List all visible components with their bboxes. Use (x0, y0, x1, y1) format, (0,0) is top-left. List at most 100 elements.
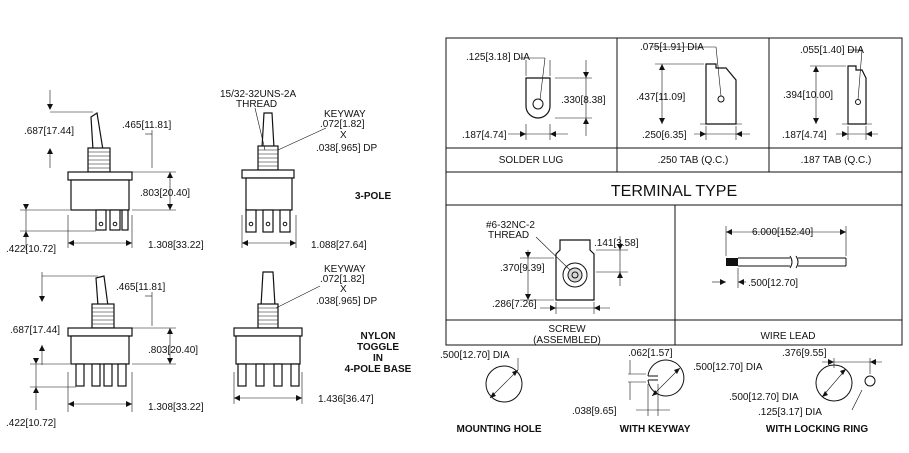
solder-lug-hole: .125[3.18] DIA (466, 52, 530, 63)
mounting-keyway-drawing (628, 359, 685, 416)
tab-250-width: .250[6.35] (642, 130, 687, 141)
dim-depth: 1.436[36.47] (318, 394, 374, 405)
pole-label-3: IN (373, 353, 383, 364)
dim-height: .687[17.44] (24, 126, 74, 137)
dim-width: 1.308[33.22] (148, 240, 204, 251)
mounting-hole-dia: .500[12.70] DIA (440, 350, 510, 361)
screw-drawing (520, 236, 628, 314)
thread-label-1: 15/32-32UNS-2A (220, 89, 296, 100)
screw-height: .370[9.39] (500, 263, 545, 274)
terminal (121, 209, 129, 231)
toggle-lever (261, 112, 275, 149)
terminal (91, 363, 101, 387)
tab-250-height: .437[11.09] (636, 92, 686, 103)
tab-187-hole: .055[1.40] DIA (800, 45, 864, 56)
dim-terminal: .422[10.72] (6, 418, 56, 429)
tab-250-drawing (650, 46, 750, 140)
keyway-label-4: .038[.965] DP (316, 143, 377, 154)
keyway-label-1: KEYWAY (324, 109, 366, 120)
terminal (103, 363, 113, 387)
switch-body (70, 335, 130, 365)
terminal-type-title: TERMINAL TYPE (611, 183, 737, 200)
screw-thread-2: THREAD (488, 230, 529, 241)
wire-lead-caption: WIRE LEAD (760, 331, 815, 342)
pole-label-4: 4-POLE BASE (345, 364, 412, 375)
terminal (262, 209, 274, 233)
dim-bushing: .465[11.81] (122, 120, 172, 131)
wire-length: 6.000[152.40] (752, 227, 813, 238)
pole-label-1: NYLON (361, 331, 396, 342)
keyway-label-3: X (340, 130, 347, 141)
dim-bushing: .465[11.81] (116, 282, 166, 293)
keyway-label-3: X (340, 284, 347, 295)
switch-body (70, 179, 130, 211)
ring-small: .125[3.17] DIA (758, 407, 822, 418)
ring-dia: .500[12.70] DIA (729, 392, 799, 403)
side-view-4pole (30, 272, 176, 412)
mounting-hole-drawing (485, 358, 523, 403)
screw-caption-2: (ASSEMBLED) (533, 335, 601, 346)
terminal (117, 363, 127, 387)
terminal (237, 363, 247, 387)
switch-flange (241, 169, 295, 179)
dim-width: 1.308[33.22] (148, 402, 204, 413)
terminal (245, 209, 257, 233)
terminal-type-table (445, 37, 903, 346)
terminal (95, 209, 107, 231)
pole-label-2: TOGGLE (357, 342, 399, 353)
tab-250-caption: .250 TAB (Q.C.) (658, 155, 729, 166)
tab-187-height: .394[10.00] (783, 90, 833, 101)
terminal (290, 363, 300, 387)
dim-body: .803[20.40] (140, 188, 190, 199)
solder-lug-width: .187[4.74] (462, 130, 507, 141)
solder-lug-caption: SOLDER LUG (499, 155, 564, 166)
terminal (75, 363, 85, 387)
switch-flange (67, 327, 133, 337)
front-view-4pole (233, 271, 321, 404)
solder-lug-height: .330[8.38] (561, 95, 606, 106)
keyway-label-2: .072[1.82] (320, 119, 365, 130)
dim-terminal: .422[10.72] (6, 244, 56, 255)
switch-flange (233, 327, 303, 337)
terminal (109, 209, 121, 231)
screw-right: .141[3.58] (594, 238, 639, 249)
screw-caption-1: SCREW (548, 324, 586, 335)
terminal (255, 363, 265, 387)
terminal (273, 363, 283, 387)
ring-caption: WITH LOCKING RING (766, 424, 868, 435)
keyway-dia: .500[12.70] DIA (693, 362, 763, 373)
keyway-caption: WITH KEYWAY (620, 424, 691, 435)
keyway-label-2: .072[1.82] (320, 274, 365, 285)
pole-label: 3-POLE (355, 191, 391, 202)
tab-187-drawing (810, 49, 878, 140)
nylon-toggle-lever (95, 275, 109, 307)
tab-187-width: .187[4.74] (782, 130, 827, 141)
mounting-hole-caption: MOUNTING HOLE (457, 424, 542, 435)
toggle-lever (90, 111, 104, 151)
screw-thread-1: #6-32NC-2 (486, 220, 535, 231)
tab-187-caption: .187 TAB (Q.C.) (801, 155, 872, 166)
nylon-toggle-lever (260, 271, 276, 307)
mounting-ring-drawing (815, 358, 882, 411)
switch-body (235, 335, 301, 365)
ring-offset: .376[9.55] (782, 348, 827, 359)
keyway-depth: .038[9.65] (572, 406, 617, 417)
screw-width: .286[7.26] (492, 299, 537, 310)
thread-label-2: THREAD (236, 99, 277, 110)
dim-depth: 1.088[27.64] (311, 240, 367, 251)
keyway-label-4: .038[.965] DP (316, 296, 377, 307)
wire-lead-drawing (712, 226, 847, 288)
switch-body (245, 177, 293, 211)
dim-body: .803[20.40] (148, 345, 198, 356)
side-view-3pole (20, 90, 176, 250)
front-view-3pole (241, 107, 327, 248)
keyway-width: .062[1.57] (628, 348, 673, 359)
switch-flange (67, 171, 133, 181)
solder-lug-drawing (508, 57, 592, 140)
wire-strip: .500[12.70] (748, 278, 798, 289)
keyway-label-1: KEYWAY (324, 264, 366, 275)
terminal (279, 209, 291, 233)
dim-height: .687[17.44] (10, 325, 60, 336)
tab-250-hole: .075[1.91] DIA (640, 42, 704, 53)
